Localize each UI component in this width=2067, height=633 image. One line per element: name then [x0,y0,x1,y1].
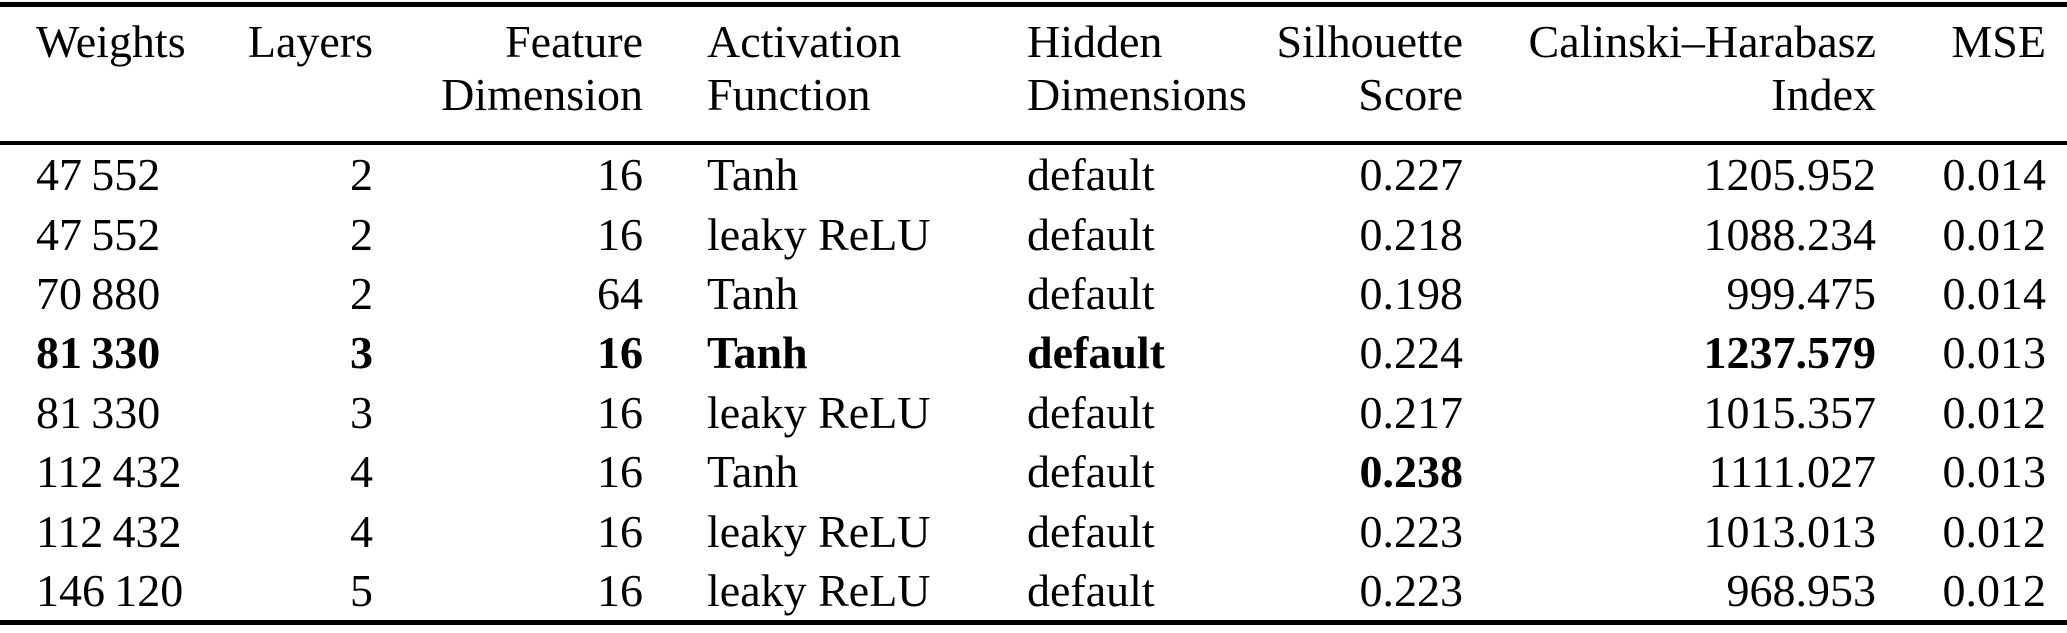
table-cell-weights: 47 552 [36,149,161,201]
table-cell-weights: 146 120 [36,564,184,616]
table-cell-feature-dimension: 16 [597,386,643,438]
table-cell-layers: 4 [350,505,373,557]
table-cell-silhouette-score: 0.198 [1359,267,1464,319]
table-cell-silhouette-score: 0.223 [1359,564,1464,616]
table-cell-hidden-dimensions: default [1027,505,1155,557]
table-cell-feature-dimension: 64 [597,267,643,319]
column-header-line1: Calinski–Harabasz [1528,16,1876,67]
column-header-weights: Weights [0,5,230,144]
table-cell-hidden-dimensions: default [1027,208,1155,260]
table-cell-layers: 2 [350,267,373,319]
table-cell-hidden-dimensions: default [1027,149,1155,201]
column-header-line2: Score [1358,69,1463,120]
table-cell-weights: 81 330 [36,386,161,438]
table-cell-feature-dimension: 16 [597,149,643,201]
column-header-line2: Dimension [441,69,643,120]
table-cell-activation-function: Tanh [707,149,799,201]
table-row: 81 330 3 16 leaky ReLU default 0.217 1015.357 0… [0,383,2067,442]
column-header-line2: Index [1771,69,1876,120]
table-row: 47 552 2 16 Tanh default 0.227 1205.952 0.014 [0,143,2067,204]
table-cell-layers: 3 [350,386,373,438]
table-cell-layers: 3 [350,327,373,379]
table-cell-silhouette-score: 0.227 [1359,149,1464,201]
column-header-line1: Weights [36,16,186,67]
table-cell-layers: 5 [350,564,373,616]
table-cell-feature-dimension: 16 [597,208,643,260]
table-cell-mse: 0.013 [1942,327,2047,379]
column-header-line2: Function [707,69,871,120]
table-cell-weights: 112 432 [36,446,182,498]
column-header-mse: MSE [1876,5,2067,144]
table-cell-calinski-harabasz-index: 1088.234 [1703,208,1877,260]
table-row: 112 432 4 16 leaky ReLU default 0.223 1013.013… [0,501,2067,560]
table-cell-hidden-dimensions: default [1027,564,1155,616]
column-header-line1: Activation [707,16,902,67]
table-cell-silhouette-score: 0.224 [1359,327,1464,379]
table-cell-activation-function: Tanh [707,446,799,498]
table-row: 47 552 2 16 leaky ReLU default 0.218 1088.234 0… [0,204,2067,263]
table-cell-calinski-harabasz-index: 1205.952 [1703,149,1877,201]
table-cell-calinski-harabasz-index: 999.475 [1726,267,1877,319]
table-cell-weights: 47 552 [36,208,161,260]
table-cell-silhouette-score: 0.223 [1359,505,1464,557]
table-cell-mse: 0.012 [1942,564,2047,616]
table-cell-calinski-harabasz-index: 1111.027 [1708,446,1876,498]
table-cell-silhouette-score: 0.238 [1359,446,1464,498]
table-cell-feature-dimension: 16 [597,564,643,616]
table-cell-activation-function: leaky ReLU [707,208,931,260]
table-cell-mse: 0.012 [1942,208,2047,260]
table-cell-hidden-dimensions: default [1027,446,1155,498]
column-header-line2: Dimensions [1027,69,1247,120]
column-header-line1: Hidden [1027,16,1163,67]
table-cell-silhouette-score: 0.218 [1359,208,1464,260]
table-cell-hidden-dimensions: default [1027,267,1155,319]
table-cell-mse: 0.014 [1942,149,2047,201]
table-cell-mse: 0.012 [1942,505,2047,557]
table-row: 146 120 5 16 leaky ReLU default 0.223 968.953 0… [0,561,2067,623]
table-row: 81 330 3 16 Tanh default 0.224 1237.579 0.013 [0,323,2067,382]
table-cell-activation-function: leaky ReLU [707,386,931,438]
table-cell-layers: 2 [350,208,373,260]
table-cell-calinski-harabasz-index: 1013.013 [1703,505,1877,557]
table-cell-activation-function: Tanh [707,267,799,319]
column-header-line1: Silhouette [1276,16,1463,67]
table-row: 70 880 2 64 Tanh default 0.198 999.475 0.014 [0,264,2067,323]
column-header-line1: MSE [1951,16,2046,67]
table-cell-feature-dimension: 16 [597,446,643,498]
table-cell-calinski-harabasz-index: 1237.579 [1703,327,1877,379]
table-cell-activation-function: Tanh [707,327,808,379]
table-cell-weights: 112 432 [36,505,182,557]
table-cell-activation-function: leaky ReLU [707,505,931,557]
table-cell-weights: 70 880 [36,267,161,319]
table-cell-silhouette-score: 0.217 [1359,386,1464,438]
column-header-layers: Layers [230,5,373,144]
table-cell-hidden-dimensions: default [1027,386,1155,438]
table-cell-mse: 0.014 [1942,267,2047,319]
table-cell-feature-dimension: 16 [597,505,643,557]
table-row: 112 432 4 16 Tanh default 0.238 1111.027 0.013 [0,442,2067,501]
column-header-line1: Feature [505,16,643,67]
table-cell-mse: 0.013 [1942,446,2047,498]
table-cell-hidden-dimensions: default [1027,327,1165,379]
column-header-line1: Layers [247,16,373,67]
table-cell-layers: 4 [350,446,373,498]
table-cell-feature-dimension: 16 [597,327,643,379]
table-cell-calinski-harabasz-index: 968.953 [1726,564,1877,616]
table-cell-layers: 2 [350,149,373,201]
table-cell-weights: 81 330 [36,327,161,379]
table-cell-mse: 0.012 [1942,386,2047,438]
table-cell-activation-function: leaky ReLU [707,564,931,616]
table-cell-calinski-harabasz-index: 1015.357 [1703,386,1877,438]
